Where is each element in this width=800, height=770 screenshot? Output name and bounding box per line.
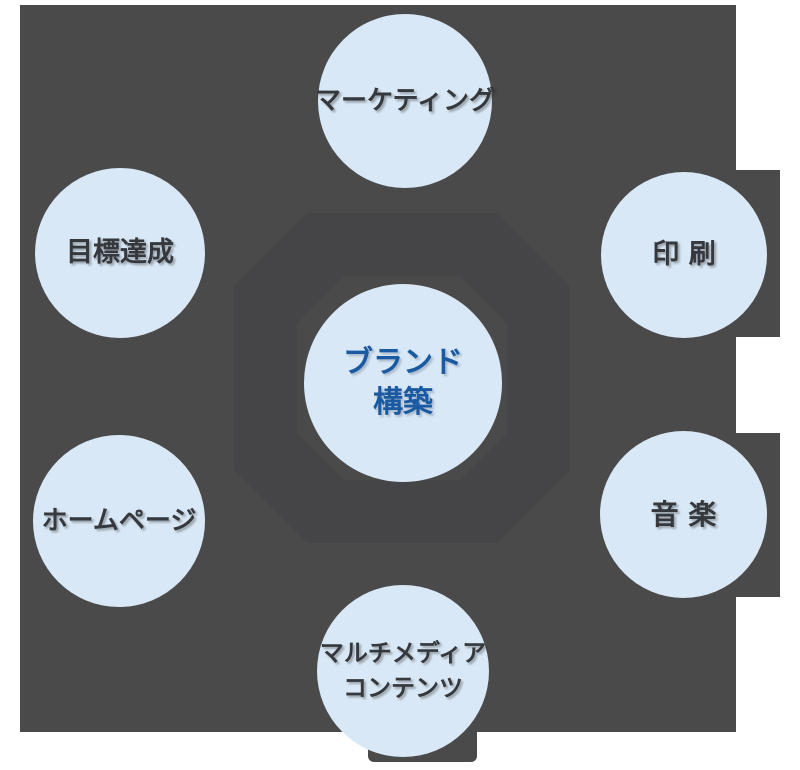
node-multimedia-content: マルチメディア コンテンツ	[317, 585, 489, 757]
node-goal-achievement: 目標達成	[35, 168, 205, 338]
node-multimedia-content-label: マルチメディア コンテンツ	[319, 639, 487, 702]
node-music: 音 楽	[600, 431, 767, 598]
node-homepage-label: ホームページ	[41, 505, 197, 536]
node-print-label: 印 刷	[652, 239, 716, 271]
node-music-label: 音 楽	[650, 497, 717, 531]
node-goal-achievement-label: 目標達成	[66, 237, 174, 269]
node-brand-building-label: ブランド 構築	[343, 344, 463, 421]
node-marketing: マーケティング	[315, 14, 495, 188]
node-brand-building: ブランド 構築	[304, 284, 502, 482]
node-print: 印 刷	[601, 172, 767, 338]
node-homepage: ホームページ	[33, 435, 205, 607]
node-marketing-label: マーケティング	[315, 85, 495, 116]
